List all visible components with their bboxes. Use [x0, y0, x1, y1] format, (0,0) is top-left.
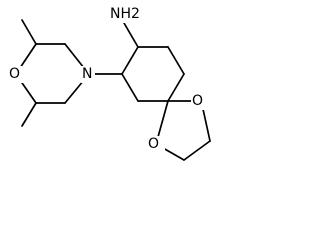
bond-c10-spiro	[167, 73, 185, 102]
cyclohexane-ring	[91, 22, 185, 102]
bond-c7-c8	[121, 46, 139, 75]
bond-c6-o	[19, 79, 37, 104]
bond-ch2-o-lower	[162, 147, 185, 161]
bond-o-c2	[19, 43, 37, 69]
bond-c3-n	[64, 43, 85, 69]
bond-o-upper-ch2	[202, 108, 211, 142]
amine-label: NH2	[110, 6, 140, 22]
bond-c12-c7	[121, 73, 139, 102]
atom-labels: O N NH2 O O	[7, 6, 209, 153]
bond-c6-methyl	[21, 102, 37, 127]
dioxolane-oxygen-lower-label: O	[148, 136, 159, 152]
dioxolane-ring	[157, 100, 211, 161]
dioxolane-oxygen-upper-label: O	[192, 93, 203, 109]
bond-c8-amine	[123, 22, 139, 48]
bond-ch2-ch2	[183, 140, 211, 161]
morpholine-ring	[19, 19, 85, 127]
bond-o-lower-spiro	[157, 100, 169, 138]
bond-c9-c10	[167, 46, 185, 75]
bond-c2-methyl	[21, 19, 37, 45]
morpholine-nitrogen-label: N	[82, 66, 92, 82]
morpholine-oxygen-label: O	[9, 66, 20, 82]
chemical-structure: O N NH2 O O	[7, 6, 211, 161]
bond-n-c5	[64, 79, 85, 104]
